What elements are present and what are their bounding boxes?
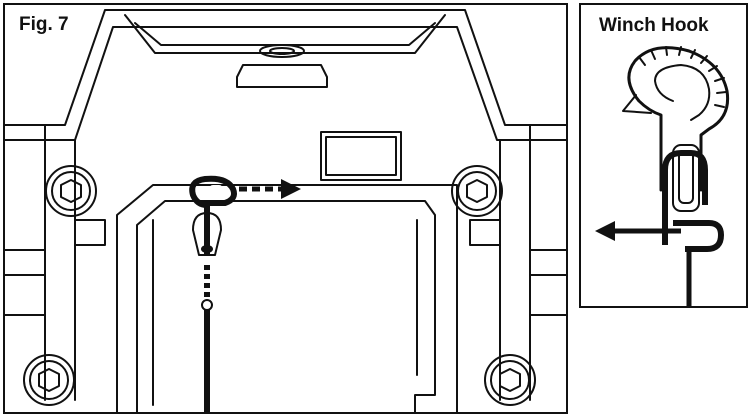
bolt-top-right bbox=[451, 165, 503, 217]
rope-wrap bbox=[673, 220, 724, 252]
bolt-bottom-left bbox=[23, 354, 75, 406]
frame-illustration bbox=[5, 9, 566, 412]
main-diagram-panel: Fig. 7 bbox=[3, 3, 568, 414]
rectangular-recess-inner bbox=[325, 136, 397, 176]
hook-grip-ridges bbox=[638, 46, 727, 108]
top-mount-lug bbox=[236, 64, 328, 88]
left-flange bbox=[5, 249, 46, 316]
rope-loop-around-hook bbox=[662, 150, 708, 245]
bolt-top-left bbox=[45, 165, 97, 217]
rope-exit-point bbox=[201, 299, 213, 311]
side-step-left bbox=[74, 219, 106, 246]
winch-hook-inset: Winch Hook bbox=[579, 3, 748, 308]
left-side-rail bbox=[44, 124, 76, 401]
winch-hook-illustration bbox=[595, 46, 730, 306]
center-opening bbox=[116, 184, 458, 412]
loop-highlight bbox=[209, 185, 223, 195]
hook-shank bbox=[672, 144, 700, 212]
figure-label: Fig. 7 bbox=[15, 14, 73, 36]
top-mount-hole bbox=[259, 44, 305, 58]
hook-latch-tip bbox=[622, 94, 652, 114]
frame-inner-outline bbox=[5, 26, 566, 141]
rectangular-recess bbox=[320, 131, 402, 181]
pull-direction-arrowhead bbox=[595, 221, 615, 241]
center-opening-inner bbox=[136, 200, 436, 412]
bolt-bottom-right bbox=[484, 354, 536, 406]
rope-loop bbox=[189, 175, 237, 208]
pull-direction-arrowhead bbox=[281, 179, 301, 199]
side-step-right bbox=[469, 219, 501, 246]
frame-outer-outline bbox=[5, 9, 566, 126]
right-flange bbox=[529, 249, 566, 316]
hook-throat bbox=[654, 64, 711, 121]
top-mount-hole-inner bbox=[269, 47, 295, 55]
hook-shank-inner bbox=[678, 150, 694, 204]
right-side-rail bbox=[499, 124, 531, 401]
hook-body bbox=[627, 46, 730, 192]
inset-title: Winch Hook bbox=[595, 15, 713, 37]
